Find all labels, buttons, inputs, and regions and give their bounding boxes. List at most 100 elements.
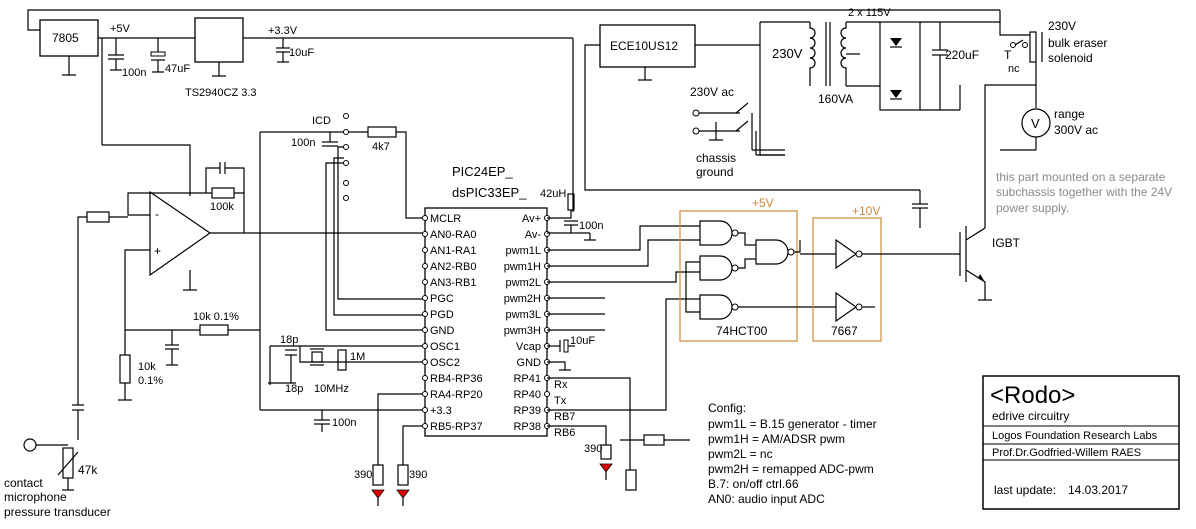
pic-right-pin-label: pwm3L bbox=[506, 309, 541, 321]
note-line-2: subchassis together with the 24V bbox=[996, 185, 1172, 199]
pic-right-pin-label: pwm2L bbox=[506, 277, 541, 289]
relay-nc-label: nc bbox=[1008, 63, 1020, 75]
note-line-1: this part mounted on a separate bbox=[996, 170, 1166, 184]
ece10us12-module bbox=[599, 24, 696, 68]
pic-left-pin-dot bbox=[422, 407, 428, 413]
pic-right-pin-label: RP41 bbox=[513, 373, 541, 385]
pic-right-pin-label: Av- bbox=[525, 229, 542, 241]
pic-left-pin-label: AN2-RB0 bbox=[430, 261, 476, 273]
led-a bbox=[371, 489, 385, 499]
igbt-label: IGBT bbox=[992, 236, 1021, 250]
title-update-date: 14.03.2017 bbox=[1068, 483, 1128, 497]
res-1m-label: 1M bbox=[350, 351, 365, 363]
pic-right-pin-dot bbox=[544, 231, 550, 237]
transformer-secondary-label: 2 x 115V bbox=[848, 7, 891, 19]
cap-100n-a-label: 100n bbox=[122, 67, 146, 79]
ece10us12-label: ECE10US12 bbox=[610, 39, 678, 53]
pic-left-pin-label: MCLR bbox=[430, 213, 461, 225]
pic-left-pin-dot bbox=[422, 375, 428, 381]
pot-47k-label: 47k bbox=[78, 463, 98, 477]
pic-left-pin-label: AN3-RB1 bbox=[430, 277, 476, 289]
res-4k7-label: 4k7 bbox=[372, 141, 390, 153]
pic-chip bbox=[424, 207, 548, 437]
chassis-label-1: chassis bbox=[696, 151, 736, 165]
pic-right-pin-label: pwm2H bbox=[504, 293, 541, 305]
pic-left-pin-label: PGD bbox=[430, 309, 454, 321]
cap-18p-b-label: 18p bbox=[285, 383, 303, 395]
res-01-label: 0.1% bbox=[138, 375, 163, 387]
pic-left-pin-dot bbox=[422, 359, 428, 365]
pic-right-pin-label: Av+ bbox=[522, 213, 541, 225]
title-update-label: last update: bbox=[994, 483, 1056, 497]
relay-t-label: T bbox=[1004, 48, 1012, 62]
pic-left-pin-dot bbox=[422, 215, 428, 221]
pic-right-pins: Av+Av-pwm1Lpwm1Hpwm2Lpwm2Hpwm3Lpwm3HVcap… bbox=[504, 213, 550, 433]
pic-left-pin-label: AN0-RA0 bbox=[430, 229, 476, 241]
pic-left-pin-label: OSC2 bbox=[430, 357, 460, 369]
transformer-va-label: 160VA bbox=[818, 92, 853, 106]
cap-100n-b-label: 100n bbox=[291, 137, 315, 149]
driver-supply-label: +10V bbox=[852, 204, 880, 218]
res-10k-01-label: 10k 0.1% bbox=[193, 311, 239, 323]
solenoid-label-1: bulk eraser bbox=[1048, 36, 1107, 50]
driver-buffer-1 bbox=[835, 238, 858, 270]
pic-left-pin-label: OSC1 bbox=[430, 341, 460, 353]
pic-left-pin-label: +3.3 bbox=[430, 405, 452, 417]
res-10k-label: 10k bbox=[138, 361, 156, 373]
mic-label-1: contact bbox=[4, 476, 43, 490]
res-390-c-label: 390 bbox=[584, 443, 602, 455]
led-b bbox=[396, 489, 410, 499]
config-line-2: pwm1H = AM/ADSR pwm bbox=[708, 432, 845, 446]
icd-label: ICD bbox=[312, 115, 331, 127]
pic-right-pin-label: GND bbox=[517, 357, 542, 369]
opamp bbox=[149, 190, 212, 277]
pic-right-pin-label: RP39 bbox=[513, 405, 541, 417]
cap-10uf-top-label: 10uF bbox=[289, 47, 314, 59]
pic-left-pin-dot bbox=[422, 295, 428, 301]
title-name: <Rodo> bbox=[990, 382, 1075, 409]
cap-10uf-vcap-label: 10uF bbox=[570, 335, 595, 347]
signal-rb6: RB6 bbox=[554, 427, 575, 439]
driver-buffer-2 bbox=[835, 291, 858, 323]
pic-left-pin-dot bbox=[422, 423, 428, 429]
mic-label-3: pressure transducer bbox=[4, 505, 111, 519]
cap-100n-c-label: 100n bbox=[332, 417, 356, 429]
pic-left-pin-label: GND bbox=[430, 325, 455, 337]
regulator-ts2940-label: TS2940CZ 3.3 bbox=[185, 87, 257, 99]
pic-right-pin-label: pwm1H bbox=[504, 261, 541, 273]
signal-rb7: RB7 bbox=[554, 411, 575, 423]
subchassis-note: this part mounted on a separate subchass… bbox=[996, 170, 1172, 215]
range-label-1: range bbox=[1054, 107, 1085, 121]
hct00-supply-label: +5V bbox=[752, 196, 774, 210]
rail-5v-label: +5V bbox=[110, 23, 131, 35]
regulator-ts2940 bbox=[194, 17, 244, 63]
cap-220uf-label: 220uF bbox=[945, 48, 979, 62]
transformer-primary-label: 230V bbox=[772, 46, 803, 61]
pic-left-pin-dot bbox=[422, 327, 428, 333]
title-subtitle: edrive circuitry bbox=[992, 409, 1069, 423]
pic-left-pin-dot bbox=[422, 343, 428, 349]
pic-left-pin-label: PGC bbox=[430, 293, 454, 305]
config-line-4: pwm2H = remapped ADC-pwm bbox=[708, 462, 874, 476]
config-line-3: pwm2L = nc bbox=[708, 447, 773, 461]
config-line-5: B.7: on/off ctrl.66 bbox=[708, 477, 799, 491]
solenoid-voltage-label: 230V bbox=[1048, 19, 1076, 33]
title-block: <Rodo> edrive circuitry Logos Foundation… bbox=[982, 375, 1180, 510]
pic-right-pin-label: RP40 bbox=[513, 389, 541, 401]
hct00-box bbox=[679, 210, 798, 342]
title-author: Prof.Dr.Godfried-Willem RAES bbox=[992, 447, 1141, 459]
solenoid-label-2: solenoid bbox=[1048, 51, 1093, 65]
pic-title-1: PIC24EP_ bbox=[452, 164, 513, 179]
title-org: Logos Foundation Research Labs bbox=[992, 430, 1158, 442]
pic-left-pin-dot bbox=[422, 231, 428, 237]
pic-right-pin-label: pwm1L bbox=[506, 245, 541, 257]
pic-left-pin-label: RA4-RP20 bbox=[430, 389, 483, 401]
svg-text:-: - bbox=[155, 207, 159, 221]
pic-left-pin-label: AN1-RA1 bbox=[430, 245, 476, 257]
pic-left-pin-dot bbox=[422, 279, 428, 285]
hct00-label: 74HCT00 bbox=[716, 324, 768, 338]
cap-47uf-label: 47uF bbox=[165, 63, 190, 75]
mic-jack bbox=[23, 438, 37, 452]
